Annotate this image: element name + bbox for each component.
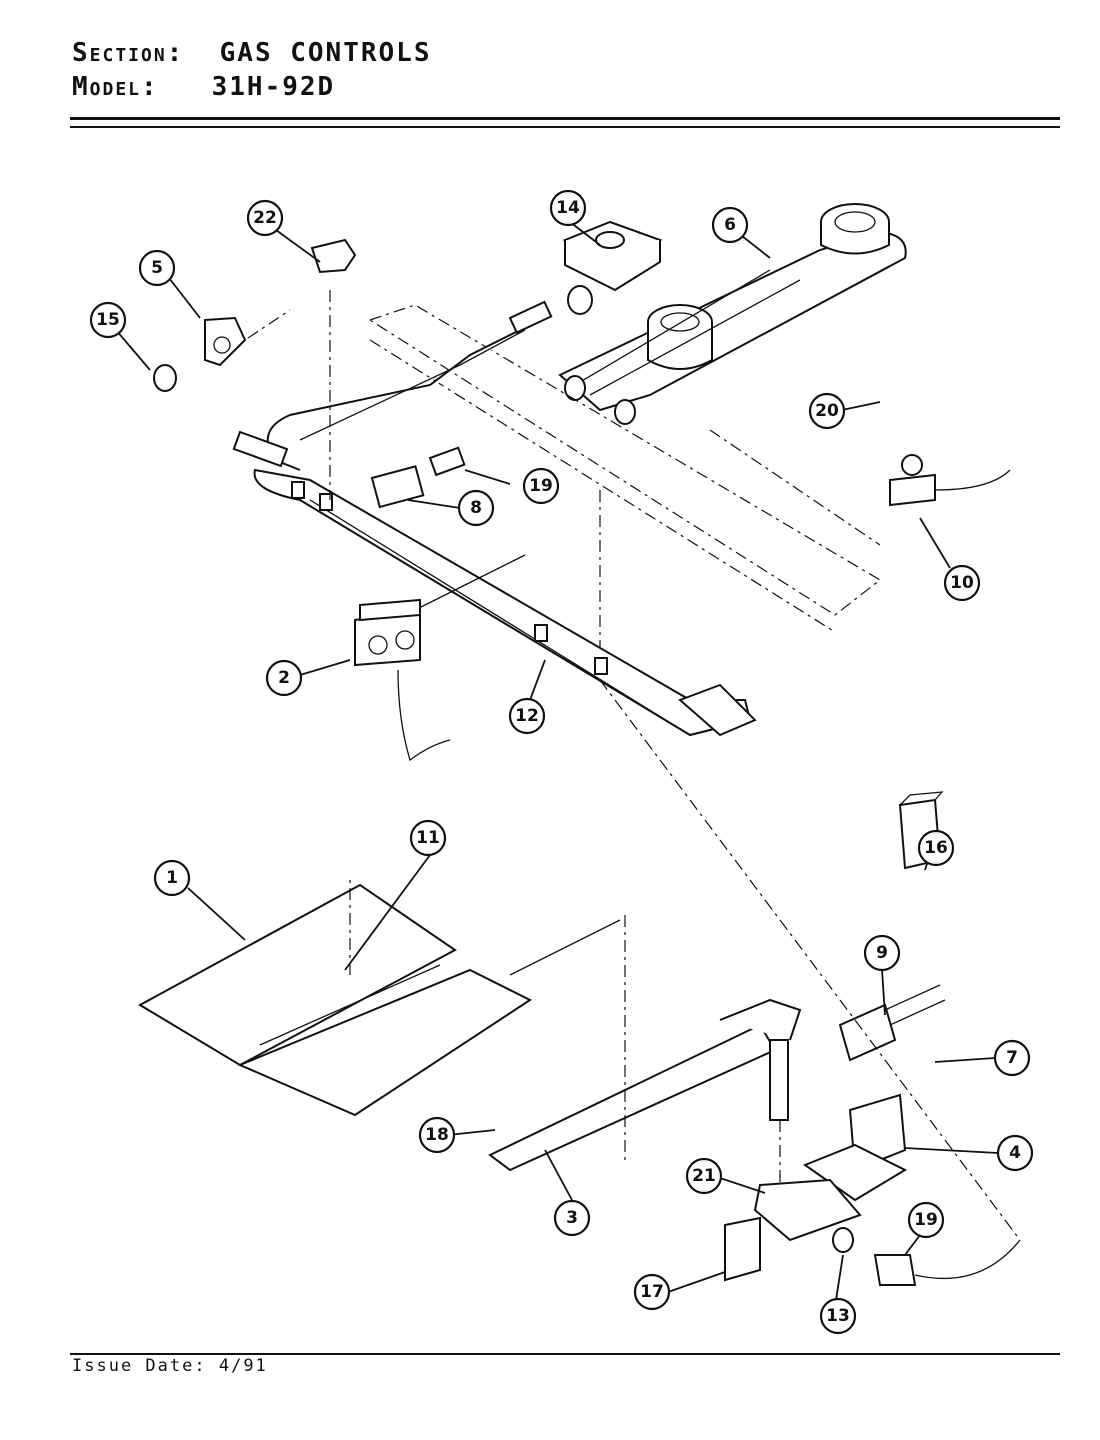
callout-22: 22: [246, 199, 284, 237]
gas-pipe: [266, 300, 553, 471]
valve-part: [562, 220, 663, 315]
callout-18: 18: [418, 1116, 456, 1154]
callout-3: 3: [553, 1199, 591, 1237]
issue-value: 4/91: [218, 1356, 268, 1376]
burner-assembly: [558, 203, 907, 425]
svg-text:21: 21: [692, 1166, 716, 1186]
callout-7: 7: [993, 1039, 1031, 1077]
manifold-bar: [232, 430, 757, 737]
svg-text:13: 13: [826, 1306, 850, 1326]
model-label: Model:: [72, 72, 159, 102]
regulator-part: [370, 446, 466, 509]
issue-date: Issue Date: 4/91: [72, 1356, 268, 1376]
fitting-part: [599, 679, 1021, 1286]
callout-20: 20: [808, 392, 846, 430]
callout-19-upper: 19: [522, 467, 560, 505]
svg-text:2: 2: [278, 668, 290, 688]
svg-text:22: 22: [253, 208, 277, 228]
callout-11: 11: [409, 819, 447, 857]
callout-1: 1: [153, 859, 191, 897]
callout-6: 6: [711, 206, 749, 244]
section-value: GAS CONTROLS: [219, 38, 432, 68]
callout-12: 12: [508, 697, 546, 735]
callout-14: 14: [549, 189, 587, 227]
section-label: Section:: [72, 38, 185, 68]
svg-text:8: 8: [470, 498, 482, 518]
callout-13: 13: [819, 1297, 857, 1335]
spark-module: [889, 454, 1011, 507]
section-line: Section: GAS CONTROLS: [72, 36, 431, 70]
svg-text:19: 19: [529, 476, 553, 496]
callout-15: 15: [89, 301, 127, 339]
svg-text:9: 9: [876, 943, 888, 963]
svg-text:7: 7: [1006, 1048, 1018, 1068]
callout-19-lower: 19: [907, 1201, 945, 1239]
callout-17: 17: [633, 1273, 671, 1311]
svg-text:19: 19: [914, 1210, 938, 1230]
svg-text:6: 6: [724, 215, 736, 235]
svg-text:10: 10: [950, 573, 974, 593]
svg-text:20: 20: [815, 401, 839, 421]
svg-text:5: 5: [151, 258, 163, 278]
header-rule-top: [70, 117, 1060, 120]
callout-21: 21: [685, 1157, 723, 1195]
callout-8: 8: [457, 489, 495, 527]
svg-text:16: 16: [924, 838, 948, 858]
safety-valve: [724, 1120, 862, 1282]
svg-text:14: 14: [556, 198, 580, 218]
page-header: Section: GAS CONTROLS Model: 31H-92D: [72, 36, 431, 104]
broil-shield: [137, 880, 621, 1117]
thermostat-part: [354, 598, 451, 762]
svg-text:11: 11: [416, 828, 440, 848]
callout-5: 5: [138, 249, 176, 287]
svg-text:18: 18: [425, 1125, 449, 1145]
orifice-part: [838, 984, 946, 1062]
header-rule-bottom: [70, 126, 1060, 128]
svg-text:12: 12: [515, 706, 539, 726]
callout-9: 9: [863, 934, 901, 972]
small-parts: [153, 238, 357, 500]
mount-bracket: [802, 1093, 908, 1202]
burner-tube: [488, 915, 802, 1172]
callout-2: 2: [265, 659, 303, 697]
svg-text:4: 4: [1009, 1143, 1021, 1163]
callout-10: 10: [943, 564, 981, 602]
svg-text:1: 1: [166, 868, 178, 888]
svg-text:15: 15: [96, 310, 120, 330]
leader-lines: [115, 221, 999, 1301]
svg-text:3: 3: [566, 1208, 578, 1228]
callout-4: 4: [996, 1134, 1034, 1172]
callout-16: 16: [917, 829, 955, 867]
issue-label: Issue Date:: [72, 1356, 207, 1376]
model-value: 31H-92D: [211, 72, 336, 102]
model-line: Model: 31H-92D: [72, 70, 431, 104]
footer-rule: [70, 1353, 1060, 1355]
svg-text:17: 17: [640, 1282, 664, 1302]
